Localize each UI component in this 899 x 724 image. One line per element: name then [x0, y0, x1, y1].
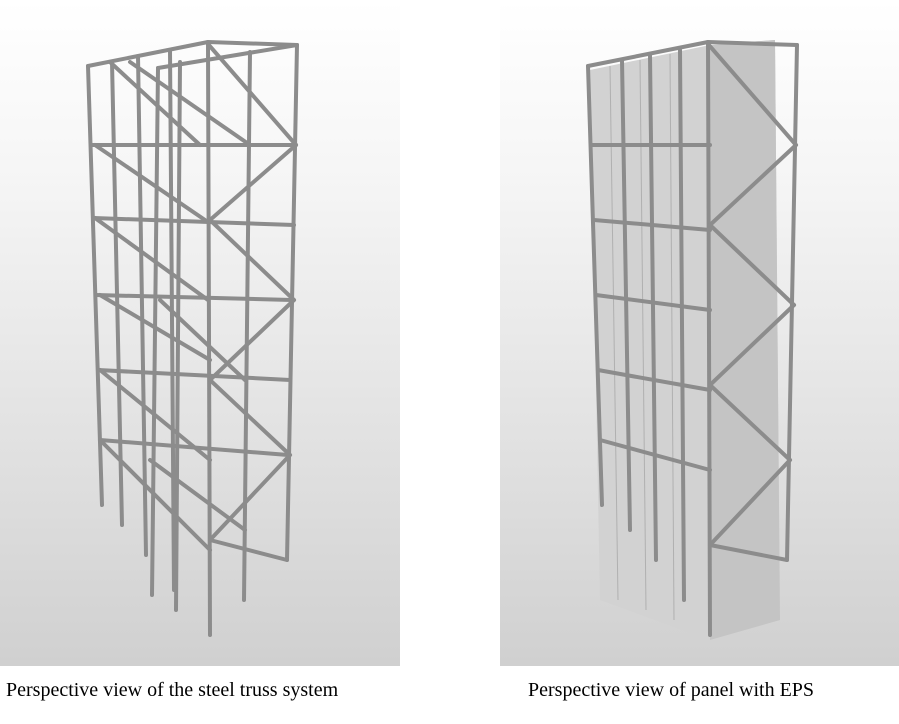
eps-panel-illustration [586, 40, 799, 640]
figure-caption-steel-truss: Perspective view of the steel truss syst… [6, 679, 339, 701]
steel-truss-illustration [86, 40, 299, 637]
eps-panel-render [500, 0, 899, 666]
figure-caption-eps-panel: Perspective view of panel with EPS [528, 679, 815, 701]
steel-truss-render [0, 0, 400, 666]
